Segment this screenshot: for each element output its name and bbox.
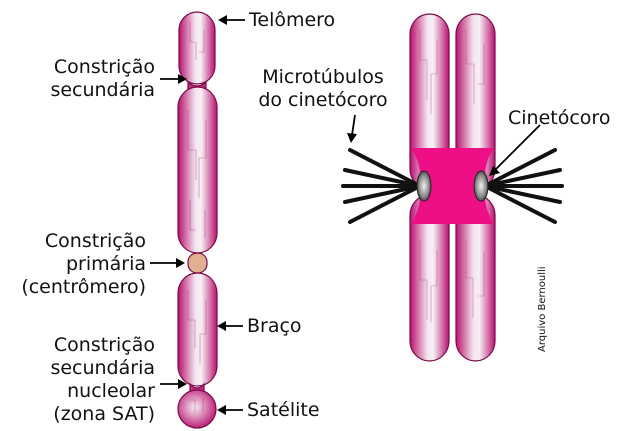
label-line: secundária (10, 357, 155, 380)
label-line: (centrômero) (6, 276, 146, 299)
label-cinetocoro: Cinetócoro (508, 107, 610, 130)
telomere-segment (179, 12, 215, 84)
label-microtubulos: Microtúbulos do cinetócoro (248, 66, 398, 112)
label-line: (zona SAT) (10, 403, 155, 426)
label-line: Constrição (6, 230, 146, 253)
kinetochore-right (474, 171, 488, 201)
label-satelite: Satélite (247, 399, 320, 422)
lower-arm (178, 273, 217, 386)
label-constricao-primaria: Constrição primária (centrômero) (6, 230, 146, 299)
label-line: secundária (20, 79, 155, 102)
label-braco: Braço (247, 315, 302, 338)
label-line: Constrição (10, 334, 155, 357)
upper-arm (178, 87, 217, 253)
label-line: Constrição (20, 56, 155, 79)
label-constricao-nucleolar: Constrição secundária nucleolar (zona SA… (10, 334, 155, 426)
label-telomero: Telômero (249, 9, 335, 32)
label-constricao-secundaria: Constrição secundária (20, 56, 155, 102)
microtubules-right (485, 150, 562, 222)
credit-text: Arquivo Bernoulli (537, 266, 548, 352)
centromere-primary (188, 253, 207, 273)
satellite (178, 390, 216, 428)
label-line: do cinetócoro (248, 89, 398, 112)
kinetochore-left (417, 171, 431, 201)
label-line: Microtúbulos (248, 66, 398, 89)
microtubules-left (343, 150, 420, 222)
single-chromosome (178, 12, 217, 428)
label-line: nucleolar (10, 380, 155, 403)
label-line: primária (6, 253, 146, 276)
